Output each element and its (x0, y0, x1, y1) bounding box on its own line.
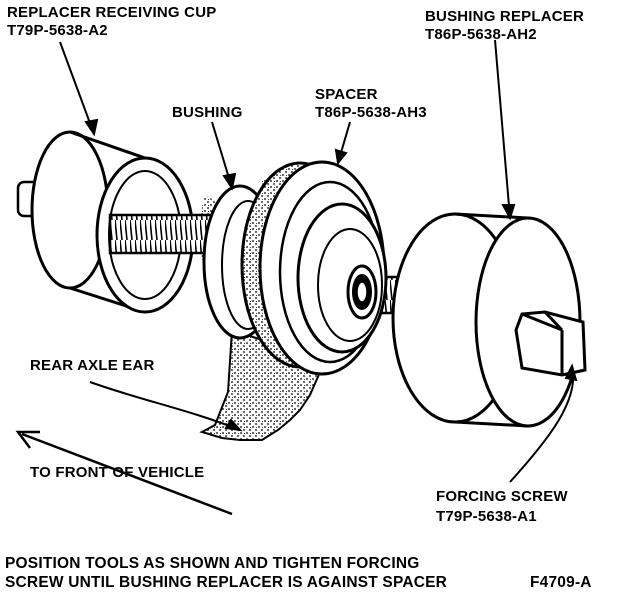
figure-id: F4709-A (530, 574, 592, 591)
receiving-cup-part-label: T79P-5638-A2 (7, 22, 108, 39)
forcing-screw-part-label: T79P-5638-A1 (436, 508, 537, 525)
leader-lines (59, 39, 578, 483)
bushing-replacer-part-label: T86P-5638-AH2 (425, 26, 537, 43)
caption-line-1: POSITION TOOLS AS SHOWN AND TIGHTEN FORC… (5, 555, 420, 572)
receiving-cup-name-label: REPLACER RECEIVING CUP (7, 4, 217, 21)
spacer-washer (346, 264, 378, 320)
bushing-replacer-name-label: BUSHING REPLACER (425, 8, 585, 25)
forcing-screw-hex-head (514, 310, 587, 377)
rear-axle-ear-label: REAR AXLE EAR (30, 357, 155, 374)
to-front-label: TO FRONT OF VEHICLE (30, 464, 205, 481)
front-direction-arrow (15, 430, 233, 516)
bushing-label: BUSHING (172, 104, 243, 121)
caption-line-2: SCREW UNTIL BUSHING REPLACER IS AGAINST … (5, 574, 448, 591)
spacer-part-label: T86P-5638-AH3 (315, 104, 427, 121)
forcing-screw-name-label: FORCING SCREW (436, 488, 568, 505)
spacer-name-label: SPACER (315, 86, 378, 103)
